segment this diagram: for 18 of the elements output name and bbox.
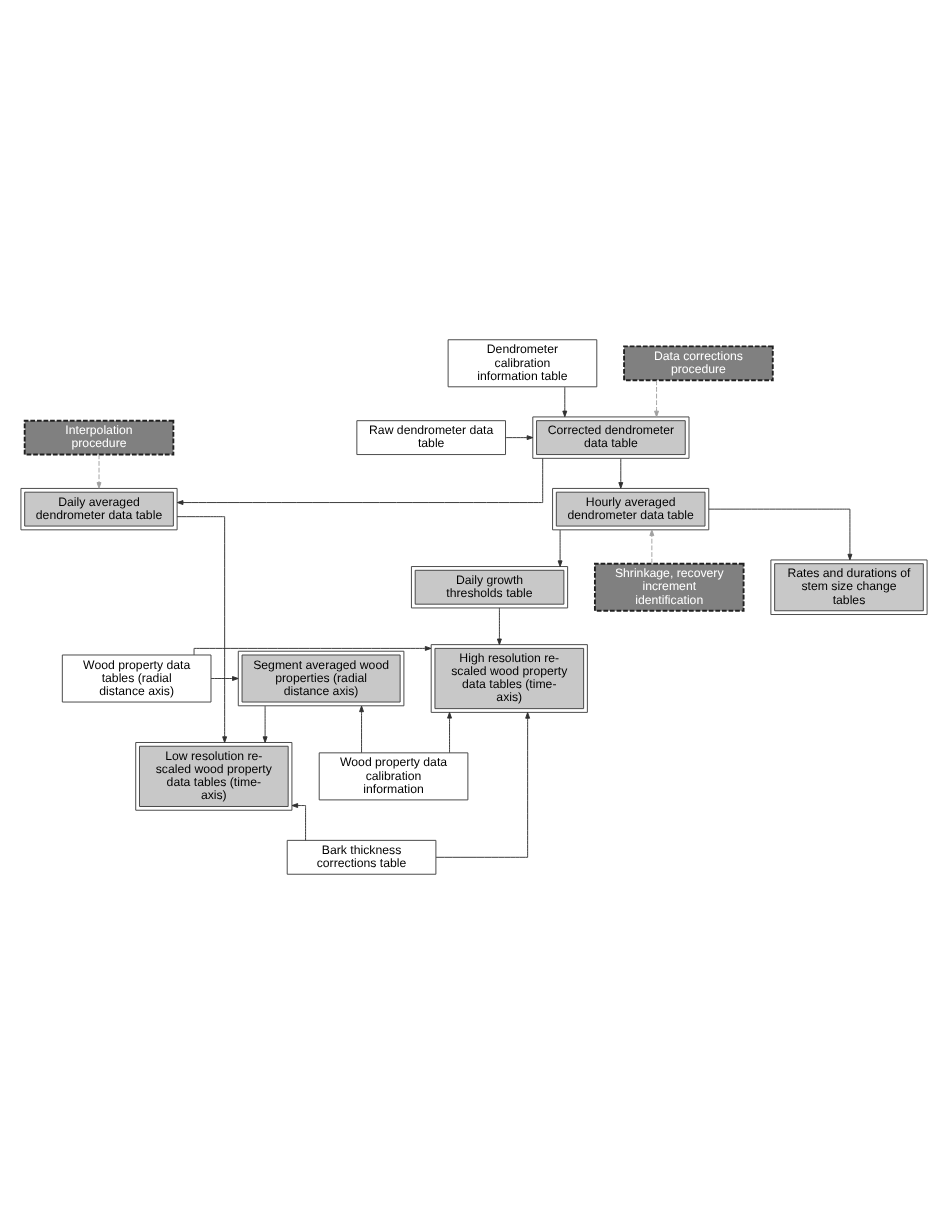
arrow	[262, 705, 268, 743]
arrow	[176, 516, 228, 743]
arrow	[176, 458, 544, 505]
arrow	[649, 529, 655, 564]
arrow	[562, 386, 568, 418]
arrow	[193, 645, 432, 656]
arrow	[505, 435, 534, 441]
arrow	[708, 508, 853, 561]
arrow	[210, 676, 239, 681]
arrow	[654, 380, 659, 418]
arrow	[359, 705, 364, 754]
arrow	[447, 712, 452, 754]
arrow	[496, 607, 502, 646]
arrow	[96, 454, 102, 489]
arrow	[557, 529, 563, 567]
arrow	[618, 458, 624, 489]
arrow	[435, 712, 531, 858]
arrow	[291, 803, 307, 841]
